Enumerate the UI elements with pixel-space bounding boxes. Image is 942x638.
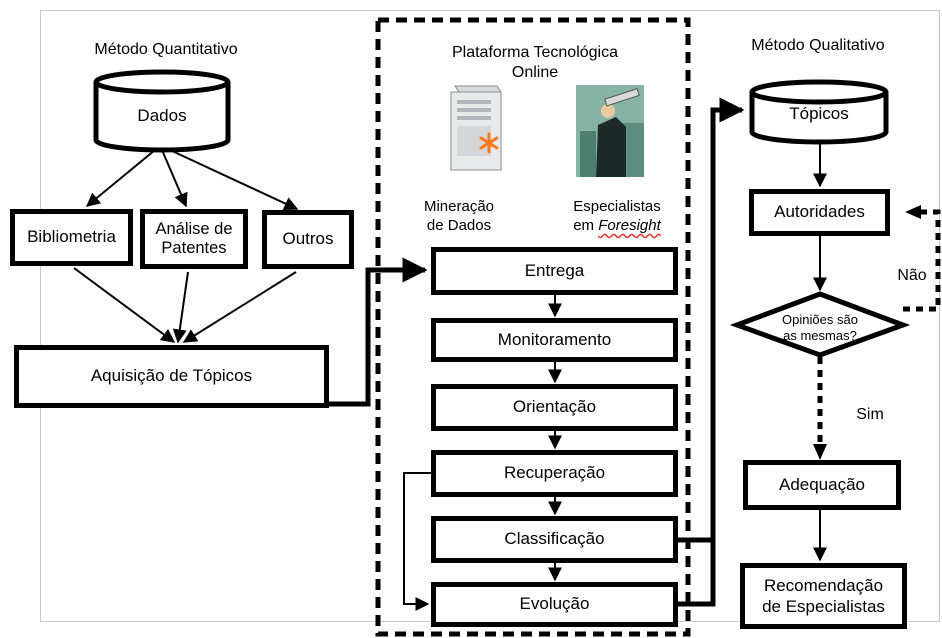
analise-patentes-box: Análise de Patentes bbox=[140, 209, 248, 269]
mineracao-label: Mineração de Dados bbox=[423, 198, 495, 234]
topicos-store-label: Tópicos bbox=[789, 104, 849, 123]
step-evolucao: Evolução bbox=[431, 582, 678, 627]
adequacao-box: Adequação bbox=[743, 460, 901, 510]
arrow-outros-acq bbox=[182, 271, 297, 343]
step-classificacao: Classificação bbox=[431, 516, 678, 563]
arrow-patentes-acq bbox=[172, 271, 189, 344]
arrow-data-outros bbox=[169, 149, 299, 211]
quantitative-title: Método Quantitativo bbox=[94, 41, 238, 58]
autoridades-box: Autoridades bbox=[749, 189, 890, 236]
topicos-cylinder bbox=[749, 79, 889, 145]
platform-boundary bbox=[375, 17, 691, 637]
step-recuperacao: Recuperação bbox=[431, 450, 678, 497]
qualitative-title: Método Qualitativo bbox=[751, 37, 885, 54]
expert-with-telescope-icon bbox=[576, 85, 644, 177]
arrow-acq-entrega bbox=[329, 257, 428, 407]
aquisicao-topicos-box: Aquisição de Tópicos bbox=[14, 345, 329, 408]
arrow-bibliometria-acq bbox=[73, 267, 176, 343]
recomendacao-box: Recomendação de Especialistas bbox=[740, 563, 907, 629]
arrow-evolucao-join bbox=[678, 540, 716, 607]
decision-question: Opiniões são as mesmas? bbox=[782, 312, 858, 343]
especialistas-label: Especialistas em Foresight bbox=[573, 198, 661, 234]
arrow-classificacao-topicos bbox=[678, 97, 745, 543]
bibliometria-box: Bibliometria bbox=[10, 209, 133, 266]
step-monitoramento: Monitoramento bbox=[431, 318, 678, 362]
arrow-nao-loop bbox=[903, 209, 941, 312]
arrow-data-bibliometria bbox=[85, 149, 156, 207]
arrow-recuperacao-evolucao bbox=[403, 472, 433, 611]
nao-label: Não bbox=[897, 267, 927, 284]
arrow-nao-head bbox=[905, 205, 921, 219]
step-orientacao: Orientação bbox=[431, 384, 678, 431]
server-icon bbox=[450, 85, 502, 171]
sim-label: Sim bbox=[856, 406, 884, 423]
step-entrega: Entrega bbox=[431, 247, 678, 295]
outros-box: Outros bbox=[262, 210, 354, 269]
data-store-label: Dados bbox=[137, 106, 187, 125]
platform-title: Plataforma Tecnológica Online bbox=[451, 44, 619, 81]
arrow-data-patentes bbox=[161, 149, 188, 208]
decision-diamond bbox=[729, 291, 911, 358]
dados-cylinder bbox=[93, 69, 231, 153]
arrow-sim-head bbox=[813, 444, 827, 460]
